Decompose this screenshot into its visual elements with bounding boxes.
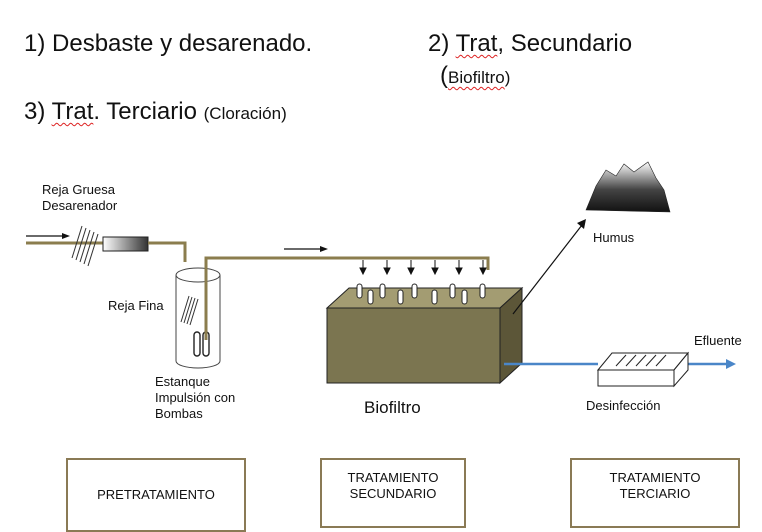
process-diagram [26,161,736,388]
step1-title: 1) Desbaste y desarenado. [24,30,313,57]
step3-sub: (Cloración) [203,104,287,123]
step2-paren-open: ( [440,62,448,89]
label-desarenador: Desarenador [42,198,118,213]
label-humus: Humus [593,230,635,245]
label-biofiltro: Biofiltro [364,398,421,417]
label-estanque-line2: Impulsión con [155,390,236,405]
label-estanque-line1: Estanque [155,374,210,389]
step2-title: 2) Trat, Secundario [428,30,632,58]
step3-title: 3) Trat. Terciario (Cloración) [24,98,287,126]
step2-subtitle: (Biofiltro) [440,62,510,90]
stage-label-terciario-line1: TRATAMIENTO [609,470,701,485]
step3-suffix: . Terciario [93,98,204,125]
label-desinfeccion: Desinfección [586,398,661,413]
label-reja-fina: Reja Fina [108,298,164,313]
fine-screen [180,295,199,326]
humus-pile-icon [585,161,671,213]
step2-sub: Biofiltro [448,68,505,87]
label-estanque: Estanque Impulsión con Bombas [155,374,235,422]
main-pipe [204,256,490,340]
step2-prefix: 2) [428,30,456,57]
stage-label-secundario-line2: SECUNDARIO [349,486,437,501]
label-reja-gruesa-line1: Reja Gruesa [42,182,115,197]
stage-box-pretratamiento: PRETRATAMIENTO [66,458,246,532]
disinfection-unit [596,351,690,388]
step3-word: Trat [51,98,94,125]
flow-arrow [284,246,328,252]
stage-label-terciario-line2: TERCIARIO [619,486,691,501]
inlet-arrow [26,233,70,239]
biofilter-block [325,286,524,385]
distributor-arrows [359,260,487,276]
label-estanque-line3: Bombas [155,406,203,421]
stage-box-secundario: TRATAMIENTO SECUNDARIO [320,458,466,528]
grit-chamber [102,236,149,252]
pipe-to-tank [148,241,187,262]
step3-prefix: 3) [24,98,52,125]
stage-label-secundario-line1: TRATAMIENTO [347,470,439,485]
coarse-screen [71,225,99,267]
stage-box-terciario: TRATAMIENTO TERCIARIO [570,458,740,528]
media-tubes [356,283,486,305]
step2-suffix: , Secundario [497,30,633,57]
effluent-arrow [682,359,736,369]
label-efluente: Efluente [694,333,742,348]
label-reja-gruesa: Reja Gruesa Desarenador [42,182,117,214]
pumping-tank [175,267,221,369]
stage-label-pretratamiento: PRETRATAMIENTO [97,487,215,502]
step2-paren-close: ) [504,68,511,87]
step2-word: Trat [455,30,498,57]
humus-arrow [512,219,586,315]
